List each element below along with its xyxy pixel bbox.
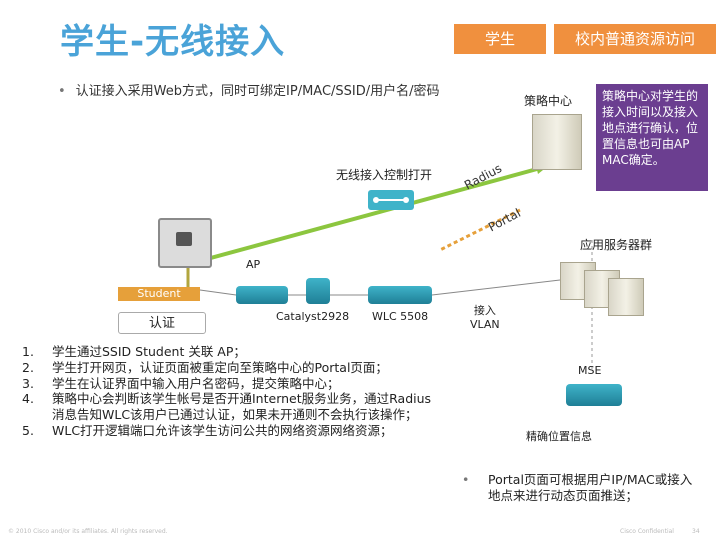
- wlc-vlan-link: [431, 279, 561, 296]
- bullet-dot-icon: •: [462, 472, 470, 487]
- step-item: 4.策略中心会判断该学生帐号是否开通Internet服务业务，通过Radius消…: [22, 391, 432, 423]
- policy-note-box: 策略中心对学生的接入时间以及接入地点进行确认，位置信息也可由AP MAC确定。: [596, 84, 708, 191]
- policy-center-label: 策略中心: [524, 94, 573, 108]
- student-ssid-bar: Student: [118, 287, 200, 301]
- portal-link: [439, 208, 521, 252]
- ap-switch-link: [199, 289, 237, 296]
- auth-label: 认证: [118, 312, 206, 334]
- laptop-icon: [158, 218, 212, 268]
- tag-campus-resource: 校内普通资源访问: [554, 24, 716, 54]
- footer-copyright: © 2010 Cisco and/or its affiliates. All …: [8, 528, 168, 535]
- step-item: 3.学生在认证界面中输入用户名密码，提交策略中心；: [22, 375, 340, 391]
- steps-list: 1.学生通过SSID Student 关联 AP； 2.学生打开网页，认证页面被…: [22, 344, 432, 439]
- mse-label: MSE: [578, 364, 602, 377]
- step-item: 5.WLC打开逻辑端口允许该学生访问公共的网络资源网络资源；: [22, 422, 393, 438]
- intro-bullet: • 认证接入采用Web方式，同时可绑定IP/MAC/SSID/用户名/密码: [58, 80, 440, 99]
- ap-switch-icon: [236, 286, 288, 304]
- wlc-device-icon: [368, 286, 432, 304]
- precise-location-label: 精确位置信息: [526, 430, 592, 443]
- mse-device-icon: [566, 384, 622, 406]
- policy-server-icon: [532, 114, 582, 170]
- catalyst-switch-icon: [306, 278, 330, 304]
- bottom-bullet: • Portal页面可根据用户IP/MAC或接入地点来进行动态页面推送；: [462, 472, 702, 504]
- bottom-bullet-text: Portal页面可根据用户IP/MAC或接入地点来进行动态页面推送；: [488, 472, 693, 503]
- step-item: 1.学生通过SSID Student 关联 AP；: [22, 344, 246, 359]
- tag-student: 学生: [454, 24, 546, 54]
- app-server-label: 应用服务器群: [580, 238, 653, 252]
- wlc-port-icon: [368, 190, 414, 210]
- lock-icon: [176, 232, 192, 246]
- footer-confidential: Cisco Confidential: [620, 528, 674, 535]
- wlc-label: WLC 5508: [372, 310, 429, 323]
- ap-label: AP: [246, 258, 261, 271]
- footer-page-number: 34: [692, 528, 700, 535]
- step-item: 2.学生打开网页，认证页面被重定向至策略中心的Portal页面；: [22, 359, 388, 375]
- bullet-dot-icon: •: [58, 84, 66, 99]
- green-link-arrow: [195, 164, 549, 264]
- catalyst-label: Catalyst2928: [276, 310, 350, 323]
- intro-bullet-text: 认证接入采用Web方式，同时可绑定IP/MAC/SSID/用户名/密码: [75, 84, 440, 99]
- wireless-control-label: 无线接入控制打开: [336, 168, 433, 182]
- vlan-label: 接入 VLAN: [470, 304, 500, 331]
- app-server-icon-3: [608, 278, 644, 316]
- page-title: 学生-无线接入: [60, 22, 286, 62]
